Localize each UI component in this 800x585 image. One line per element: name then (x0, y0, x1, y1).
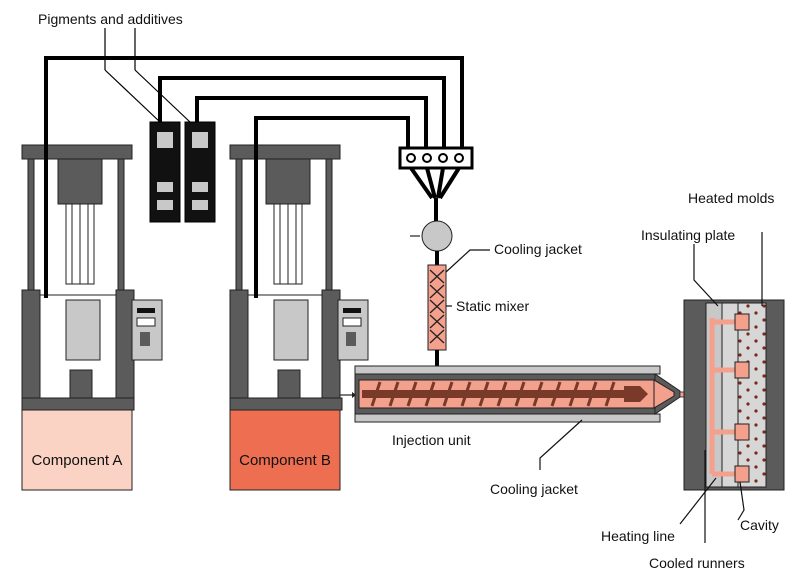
component-a-tank (21, 409, 133, 491)
label-heating-line: Heating line (601, 528, 675, 544)
component-b-label: Component B (239, 452, 331, 469)
static-mixer (427, 264, 447, 372)
component-a-label: Component A (32, 452, 123, 469)
supply-pipes (44, 56, 464, 298)
mixing-manifold (398, 146, 474, 265)
label-insulating-plate: Insulating plate (641, 227, 735, 243)
screw-flights (370, 381, 616, 407)
dosing-unit-a: Component A (21, 144, 163, 491)
heated-mold (683, 299, 785, 491)
label-cooling-jacket-top: Cooling jacket (494, 241, 582, 257)
annotation-leaders (445, 232, 763, 543)
pigment-leader-lines (104, 28, 191, 123)
label-injection-unit: Injection unit (392, 432, 471, 448)
label-cavity: Cavity (740, 517, 779, 533)
pigment-dosing-units (149, 121, 216, 223)
check-valve (421, 220, 453, 252)
mold-cavities (734, 313, 750, 483)
injection-unit (340, 365, 711, 423)
cooled-runner-network (709, 318, 738, 477)
label-pigments: Pigments and additives (38, 11, 183, 27)
component-b-tank (229, 409, 341, 491)
screw-shaft (362, 390, 624, 398)
dosing-unit-b: Component B (229, 144, 369, 491)
label-static-mixer: Static mixer (456, 298, 529, 314)
label-heated-molds: Heated molds (688, 190, 774, 206)
label-cooling-jacket-bottom: Cooling jacket (490, 481, 578, 497)
label-cooled-runners: Cooled runners (649, 555, 745, 571)
